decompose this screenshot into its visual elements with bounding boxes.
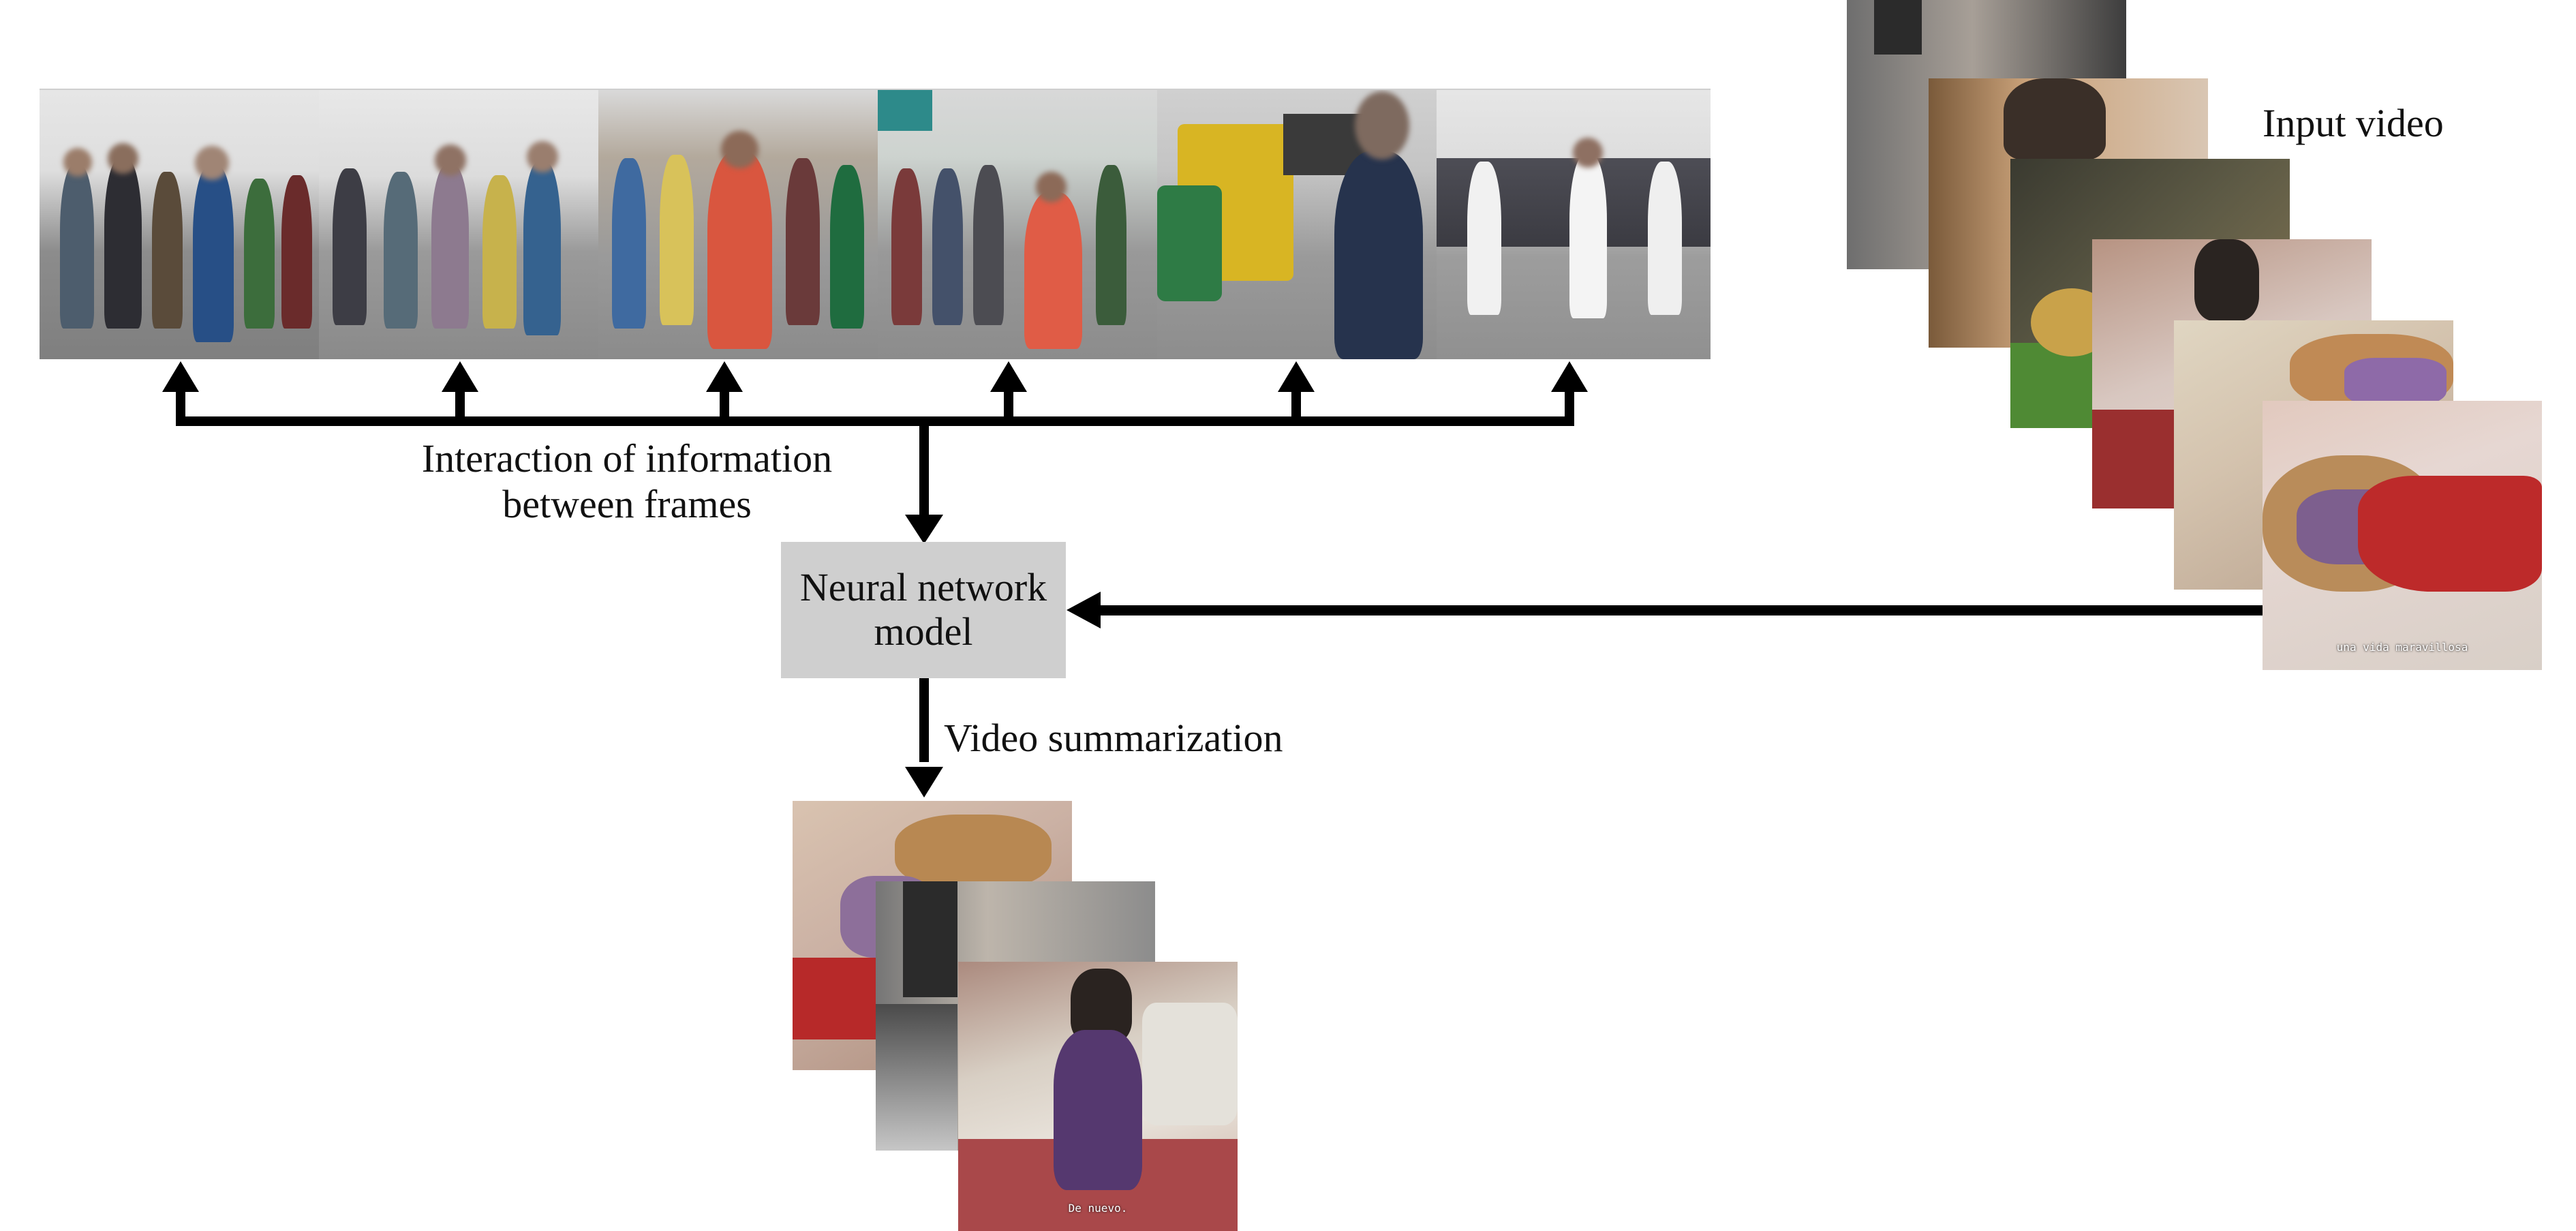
- interaction-label: Interaction of information between frame…: [382, 436, 872, 527]
- strip-frame-5: [1157, 90, 1437, 359]
- strip-frame-1: [40, 90, 319, 359]
- arrow-up-icon: [990, 361, 1027, 423]
- arrow-up-icon: [1551, 361, 1588, 423]
- interaction-label-line2: between frames: [502, 481, 752, 526]
- input-video-label: Input video: [2263, 101, 2444, 145]
- summary-frame-3-subtitle: De nuevo.: [1068, 1202, 1128, 1215]
- neural-network-model-box: Neural network model: [781, 542, 1066, 678]
- input-video-stack: una vida maravillosa: [1847, 0, 2576, 675]
- arrow-up-icon: [442, 361, 478, 423]
- interaction-label-line1: Interaction of information: [421, 436, 833, 481]
- strip-frame-3: [598, 90, 878, 359]
- arrow-up-icon: [162, 361, 199, 423]
- frame-strip: [40, 89, 1711, 359]
- model-label-line1: Neural network: [799, 565, 1047, 610]
- input-frame-6: una vida maravillosa: [2263, 401, 2542, 670]
- strip-frame-4: [878, 90, 1157, 359]
- model-label-line2: model: [874, 609, 973, 654]
- input-frame-6-subtitle: una vida maravillosa: [2336, 641, 2468, 654]
- arrow-up-icon: [1278, 361, 1315, 423]
- strip-frame-6: [1437, 90, 1711, 359]
- summary-frame-stack: De nuevo.: [793, 801, 1242, 1231]
- strip-frame-2: [319, 90, 598, 359]
- arrow-up-icon: [706, 361, 743, 423]
- arrow-down-icon: [905, 677, 943, 797]
- arrow-down-icon: [905, 421, 943, 544]
- summary-frame-3: De nuevo.: [958, 962, 1238, 1231]
- video-summarization-label: Video summarization: [944, 716, 1283, 760]
- arrow-left-icon: [1067, 592, 2263, 628]
